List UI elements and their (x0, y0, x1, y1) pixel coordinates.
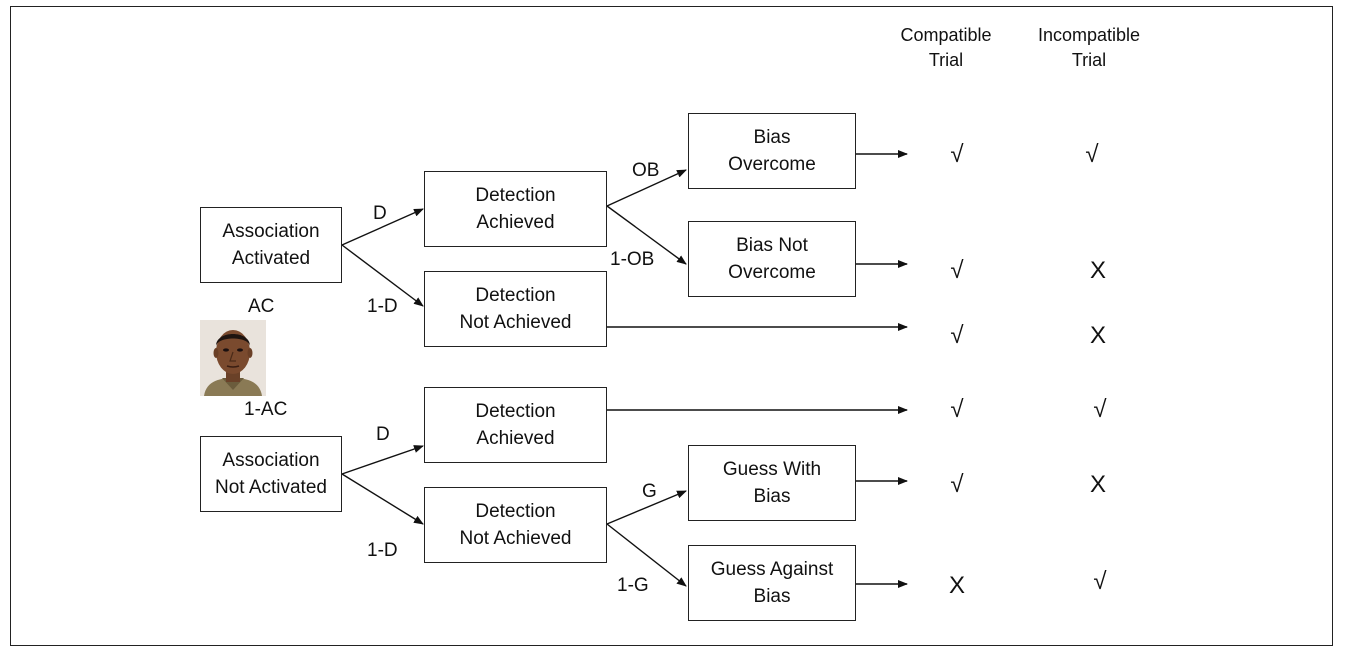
label-g: G (642, 481, 657, 502)
header-compatible-line1: Compatible (900, 25, 992, 45)
node-guess-against-bias: Guess Against Bias (688, 545, 856, 621)
outcome-compatible-mark: √ (950, 257, 964, 284)
outcome-incompatible-mark: X (1089, 471, 1106, 498)
outcome-incompatible-mark: √ (1093, 396, 1107, 423)
node-association-not-activated: Association Not Activated (200, 436, 342, 512)
node-bias-not-overcome: Bias Not Overcome (688, 221, 856, 297)
node-label: Bias (753, 127, 791, 148)
node-label: Activated (231, 248, 311, 269)
header-compatible-trial: Compatible Trial (888, 23, 1004, 73)
outcome-compatible-mark: √ (950, 471, 964, 498)
label-d-top: D (373, 203, 387, 224)
header-incompatible-line1: Incompatible (1037, 25, 1141, 45)
outcome-incompatible-mark: X (1089, 322, 1106, 349)
outcome-compatible-mark: √ (950, 396, 964, 423)
node-detection-not-achieved-top: Detection Not Achieved (424, 271, 607, 347)
label-ac: AC (248, 296, 275, 317)
outcome-compatible-mark: X (948, 572, 965, 599)
node-label: Achieved (476, 212, 555, 233)
edge-ana-to-det-achieved (341, 445, 424, 475)
node-label: Bias (753, 486, 791, 507)
edge-aa-to-det-not-achieved (341, 244, 424, 307)
outcome-compatible-mark: √ (950, 141, 964, 168)
node-label: Detection (475, 401, 556, 422)
outcome-compatible-mark: √ (950, 322, 964, 349)
edge-da1-to-bias-overcome (606, 169, 687, 207)
node-label: Not Activated (215, 477, 327, 498)
header-compatible-line2: Trial (928, 50, 964, 70)
node-label: Achieved (476, 428, 555, 449)
node-label: Detection (475, 501, 556, 522)
node-label: Not Achieved (459, 312, 572, 333)
node-bias-overcome: Bias Overcome (688, 113, 856, 189)
edge-dna2-to-guess-with (606, 490, 687, 525)
label-1-d-bottom: 1-D (367, 540, 398, 561)
node-detection-achieved-top: Detection Achieved (424, 171, 607, 247)
label-d-bottom: D (376, 424, 390, 445)
label-ob: OB (632, 160, 660, 181)
node-detection-not-achieved-bottom: Detection Not Achieved (424, 487, 607, 563)
node-label: Association (222, 221, 320, 242)
edge-aa-to-det-achieved (341, 208, 424, 246)
header-incompatible-line2: Trial (1071, 50, 1107, 70)
node-label: Guess Against (710, 559, 834, 580)
label-1-ob: 1-OB (610, 249, 655, 270)
face-photo (200, 320, 266, 396)
node-label: Detection (475, 285, 556, 306)
node-label: Association (222, 450, 320, 471)
label-1-ac: 1-AC (244, 399, 288, 420)
edge-da1-to-bias-not-overcome (606, 205, 687, 265)
node-label: Guess With (722, 459, 822, 480)
label-1-g: 1-G (617, 575, 649, 596)
label-1-d-top: 1-D (367, 296, 398, 317)
node-label: Overcome (728, 154, 816, 175)
node-label: Bias Not (736, 235, 808, 256)
node-label: Overcome (728, 262, 816, 283)
node-association-activated: Association Activated (200, 207, 342, 283)
node-label: Not Achieved (459, 528, 572, 549)
node-guess-with-bias: Guess With Bias (688, 445, 856, 521)
edge-ana-to-det-not-achieved (341, 473, 424, 525)
outcome-incompatible-mark: X (1089, 257, 1106, 284)
node-detection-achieved-bottom: Detection Achieved (424, 387, 607, 463)
node-label: Detection (475, 185, 556, 206)
outcome-incompatible-mark: √ (1085, 141, 1099, 168)
edge-dna2-to-guess-against (606, 523, 687, 587)
outcome-incompatible-mark: √ (1093, 568, 1107, 595)
node-label: Bias (753, 586, 791, 607)
header-incompatible-trial: Incompatible Trial (1022, 23, 1156, 73)
